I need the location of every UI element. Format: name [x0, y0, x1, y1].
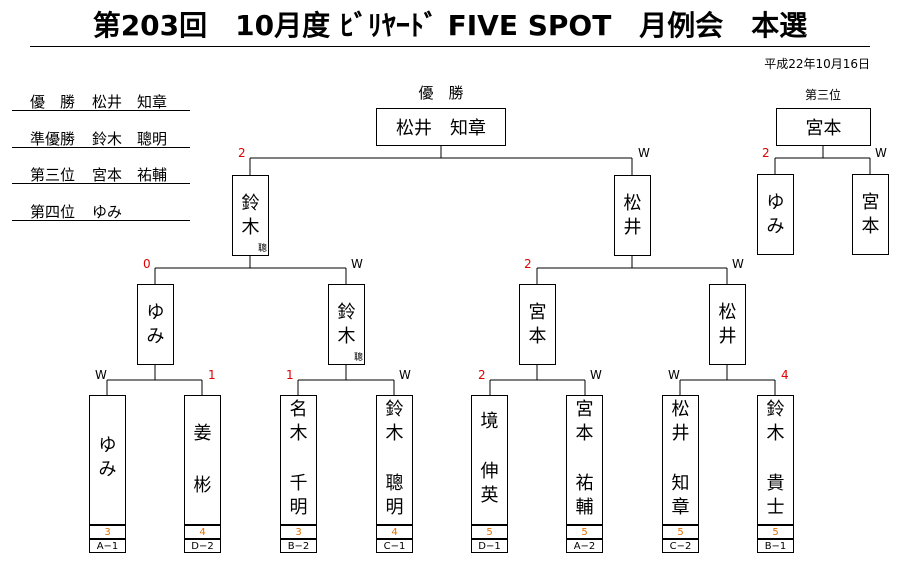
player-number: 3	[89, 525, 126, 539]
result-name: 松井 知章	[92, 93, 168, 111]
player-box: 鈴木 貴士	[757, 395, 794, 525]
quarterfinal-box: 鈴 木 聰	[328, 284, 365, 365]
match-score: W	[399, 368, 411, 382]
player-box: 鈴木 聰明	[376, 395, 413, 525]
player-number: 5	[662, 525, 699, 539]
third-place-player-left: ゆ み	[757, 174, 794, 255]
semifinal-box-right: 松 井	[614, 175, 651, 256]
quarterfinal-box: ゆ み	[137, 284, 174, 365]
result-label: 第三位	[30, 166, 76, 184]
seed-label: B−2	[280, 539, 317, 553]
third-left-score: 2	[762, 146, 770, 160]
player-number: 4	[376, 525, 413, 539]
player-number: 5	[757, 525, 794, 539]
match-score: 4	[781, 368, 789, 382]
player-box: 宮本 祐輔	[566, 395, 603, 525]
result-row-4th: 第四位 ゆみ	[12, 198, 190, 221]
champion-heading: 優 勝	[418, 84, 464, 102]
third-place-box: 宮本	[776, 108, 871, 146]
result-name: 宮本 祐輔	[92, 166, 168, 184]
event-date: 平成22年10月16日	[764, 57, 870, 71]
player-number: 5	[471, 525, 508, 539]
match-score: W	[668, 368, 680, 382]
seed-label: C−1	[376, 539, 413, 553]
player-box: 松井 知章	[662, 395, 699, 525]
champion-box: 松井 知章	[376, 108, 506, 146]
result-label: 第四位	[30, 203, 76, 221]
seed-label: D−1	[471, 539, 508, 553]
quarterfinal-box: 松 井	[709, 284, 746, 365]
seed-label: A−2	[566, 539, 603, 553]
third-place-player-right: 宮 本	[852, 174, 889, 255]
seed-label: C−2	[662, 539, 699, 553]
semi-right-score: W	[732, 257, 744, 271]
seed-label: A−1	[89, 539, 126, 553]
player-number: 5	[566, 525, 603, 539]
final-left-score: 2	[238, 146, 246, 160]
title-underline	[30, 46, 870, 47]
semi-right-score: W	[351, 257, 363, 271]
seed-label: B−1	[757, 539, 794, 553]
match-score: 1	[208, 368, 216, 382]
player-number: 4	[184, 525, 221, 539]
page-title: 第203回 10月度 ﾋﾞﾘﾔｰﾄﾞ FIVE SPOT 月例会 本選	[92, 9, 808, 42]
result-row-3rd: 第三位 宮本 祐輔	[12, 161, 190, 184]
match-score: W	[590, 368, 602, 382]
final-right-score: W	[638, 146, 650, 160]
player-box: ゆみ	[89, 395, 126, 525]
seed-label: D−2	[184, 539, 221, 553]
result-label: 準優勝	[30, 130, 76, 148]
name-suffix: 聰	[353, 353, 363, 363]
result-label: 優 勝	[30, 93, 76, 111]
semifinal-box-left: 鈴 木 聰	[232, 175, 269, 256]
player-box: 境 伸英	[471, 395, 508, 525]
third-place-name: 宮本	[805, 118, 842, 139]
name-suffix: 聰	[257, 244, 267, 254]
match-score: 1	[286, 368, 294, 382]
result-name: 鈴木 聰明	[92, 130, 168, 148]
player-number: 3	[280, 525, 317, 539]
third-place-heading: 第三位	[804, 88, 841, 102]
semi-left-score: 2	[524, 257, 532, 271]
player-box: 姜 彬	[184, 395, 221, 525]
semi-left-score: 0	[143, 257, 151, 271]
result-row-2nd: 準優勝 鈴木 聰明	[12, 125, 190, 148]
champion-name: 松井 知章	[396, 118, 486, 139]
result-row-1st: 優 勝 松井 知章	[12, 88, 190, 111]
result-name: ゆみ	[92, 203, 123, 221]
quarterfinal-box: 宮 本	[519, 284, 556, 365]
third-right-score: W	[875, 146, 887, 160]
player-box: 名木 千明	[280, 395, 317, 525]
match-score: W	[95, 368, 107, 382]
match-score: 2	[478, 368, 486, 382]
